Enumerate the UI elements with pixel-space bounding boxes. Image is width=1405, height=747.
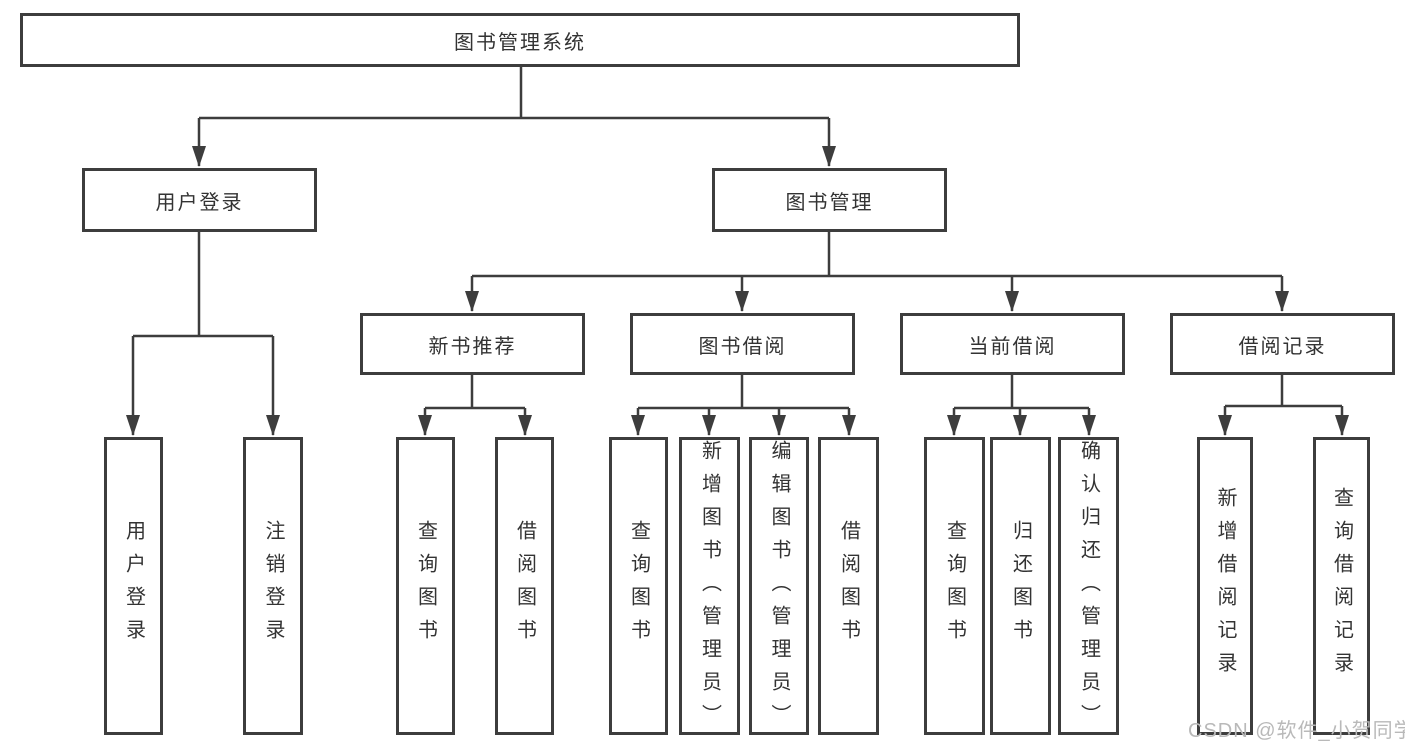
leaf-user-login: 用户登录 bbox=[104, 437, 163, 735]
leaf-borrow-query-books: 查询图书 bbox=[609, 437, 668, 735]
node-book-borrow: 图书借阅 bbox=[630, 313, 855, 375]
leaf-recommend-borrow-books: 借阅图书 bbox=[495, 437, 554, 735]
node-borrow-records: 借阅记录 bbox=[1170, 313, 1395, 375]
node-user-login: 用户登录 bbox=[82, 168, 317, 232]
leaf-borrow-add-books-admin: 新增图书（管理员） bbox=[679, 437, 740, 737]
leaf-recommend-query-books: 查询图书 bbox=[396, 437, 455, 735]
leaf-current-query-books: 查询图书 bbox=[924, 437, 985, 735]
leaf-records-add-record: 新增借阅记录 bbox=[1197, 437, 1253, 735]
node-current-borrow: 当前借阅 bbox=[900, 313, 1125, 375]
leaf-borrow-borrow-books: 借阅图书 bbox=[818, 437, 879, 735]
node-book-management: 图书管理 bbox=[712, 168, 947, 232]
node-new-book-recommend: 新书推荐 bbox=[360, 313, 585, 375]
leaf-logout: 注销登录 bbox=[243, 437, 303, 735]
leaf-records-query-record: 查询借阅记录 bbox=[1313, 437, 1370, 735]
leaf-current-confirm-return-admin: 确认归还（管理员） bbox=[1058, 437, 1119, 737]
node-root-system: 图书管理系统 bbox=[20, 13, 1020, 67]
leaf-current-return-books: 归还图书 bbox=[990, 437, 1051, 735]
leaf-borrow-edit-books-admin: 编辑图书（管理员） bbox=[749, 437, 809, 737]
csdn-watermark: CSDN @软件_小贺同学 bbox=[1188, 720, 1405, 742]
